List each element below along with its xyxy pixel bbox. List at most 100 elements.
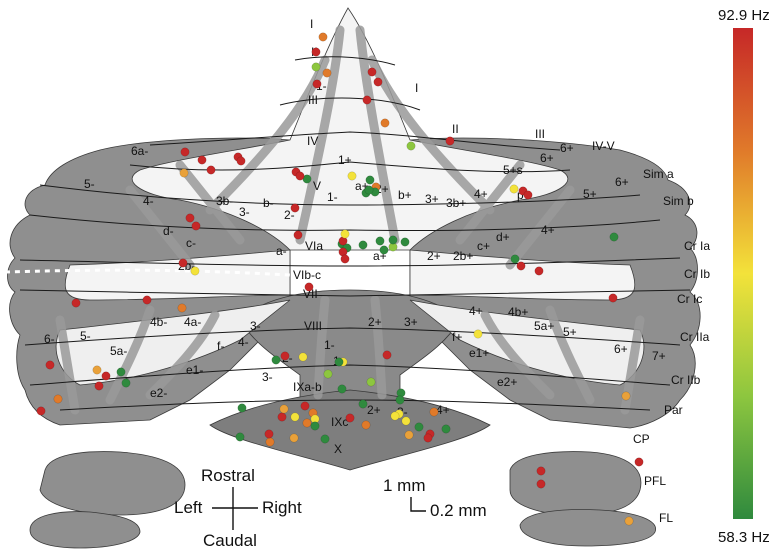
recording-site-dot — [237, 403, 247, 413]
label-a-minus: a- — [276, 244, 287, 258]
recording-site-dot — [373, 77, 383, 87]
fissure — [149, 131, 561, 151]
label-4-minus-low: 4- — [238, 335, 249, 349]
recording-site-dot — [361, 420, 371, 430]
label-7-plus: 7+ — [652, 349, 666, 363]
label-3b-minus: 3b- — [216, 194, 233, 208]
recording-sites — [36, 32, 644, 526]
fissure — [24, 327, 681, 346]
label-cr-Ia: Cr Ia — [684, 239, 710, 253]
recording-site-dot — [509, 184, 519, 194]
recording-site-dot — [375, 236, 385, 246]
recording-site-dot — [280, 351, 290, 361]
midline-dashed — [4, 268, 291, 277]
label-VII: VII — [303, 287, 318, 301]
recording-site-dot — [441, 424, 451, 434]
recording-site-dot — [271, 355, 281, 365]
recording-site-dot — [190, 266, 200, 276]
label-1-minus-mid: 1- — [327, 190, 338, 204]
label-1-minus: 1- — [316, 79, 327, 93]
fissure — [19, 289, 691, 297]
recording-site-dot — [516, 261, 526, 271]
label-cr-IIb: Cr IIb — [671, 373, 701, 387]
recording-site-dot — [414, 422, 424, 432]
recording-site-dot — [536, 479, 546, 489]
stripe — [105, 305, 155, 405]
recording-site-dot — [423, 433, 433, 443]
label-c-plus: c+ — [477, 239, 490, 253]
label-4-plus-ix: 4+ — [436, 403, 450, 417]
recording-site-dot — [365, 175, 375, 185]
recording-site-dot — [36, 406, 46, 416]
right-wing-white — [409, 249, 636, 301]
compass-caudal: Caudal — [203, 531, 257, 550]
label-e1-minus: e1- — [186, 363, 203, 377]
label-e2-minus: e2- — [150, 386, 167, 400]
recording-site-dot — [298, 352, 308, 362]
label-cr-Ib: Cr Ib — [684, 267, 710, 281]
label-4b-minus: 4b- — [150, 315, 167, 329]
recording-site-dot — [334, 357, 344, 367]
recording-site-dot — [142, 295, 152, 305]
label-III: III — [308, 93, 318, 107]
vermis — [55, 7, 645, 386]
label-4-plus-top: 4+ — [474, 187, 488, 201]
recording-site-dot — [101, 371, 111, 381]
label-6a-minus: 6a- — [131, 144, 148, 158]
label-5a-minus: 5a- — [110, 344, 127, 358]
compass-left: Left — [174, 498, 203, 517]
label-4a-minus: 4a- — [184, 315, 201, 329]
stripe — [355, 25, 400, 245]
recording-site-dot — [180, 147, 190, 157]
recording-site-dot — [265, 437, 275, 447]
label-2-plus-mid: 2+ — [427, 249, 441, 263]
recording-site-dot — [473, 329, 483, 339]
recording-site-dot — [92, 365, 102, 375]
recording-site-dot — [310, 421, 320, 431]
label-5-plus-s: 5+s — [503, 163, 523, 177]
label-4-plus-right: 4+ — [541, 223, 555, 237]
label-par: Par — [664, 403, 683, 417]
recording-site-dot — [510, 254, 520, 264]
recording-site-dot — [311, 62, 321, 72]
label-b-plus: b+ — [398, 188, 412, 202]
recording-site-dot — [358, 240, 368, 250]
recording-site-dot — [609, 232, 619, 242]
recording-site-dot — [534, 266, 544, 276]
label-V: V — [313, 179, 321, 193]
stripe — [620, 315, 645, 415]
recording-site-dot — [94, 381, 104, 391]
recording-site-dot — [358, 399, 368, 409]
stripe — [313, 295, 330, 400]
colorbar-min-label: 58.3 Hz — [718, 529, 770, 546]
left-wing-white — [64, 249, 291, 301]
label-CP: CP — [633, 432, 650, 446]
label-4-minus-left: 4- — [143, 194, 154, 208]
recording-site-dot — [71, 298, 81, 308]
recording-site-dot — [179, 168, 189, 178]
label-p: p — [517, 188, 524, 202]
label-6-plus-sim: 6+ — [615, 175, 629, 189]
label-6-minus: 6- — [44, 332, 55, 346]
recording-site-dot — [340, 254, 350, 264]
recording-site-dot — [379, 245, 389, 255]
recording-site-dot — [185, 213, 195, 223]
label-sim-a: Sim a — [643, 167, 674, 181]
label-PFL: PFL — [644, 474, 666, 488]
label-d-plus: d+ — [496, 230, 510, 244]
recording-site-dot — [236, 156, 246, 166]
recording-site-dot — [191, 221, 201, 231]
label-5-minus-left: 5- — [84, 177, 95, 191]
recording-site-dot — [364, 185, 374, 195]
recording-site-dot — [395, 395, 405, 405]
fissure — [29, 214, 661, 232]
label-f-plus: f+ — [452, 330, 462, 344]
label-3-minus-mid: 3- — [250, 319, 261, 333]
colorbar: 92.9 Hz 58.3 Hz — [718, 7, 770, 546]
recording-site-dot — [279, 404, 289, 414]
recording-site-dot — [293, 230, 303, 240]
colorbar-max-label: 92.9 Hz — [718, 7, 770, 24]
fissure — [294, 56, 396, 66]
recording-site-dot — [177, 303, 187, 313]
stripe — [545, 305, 595, 405]
